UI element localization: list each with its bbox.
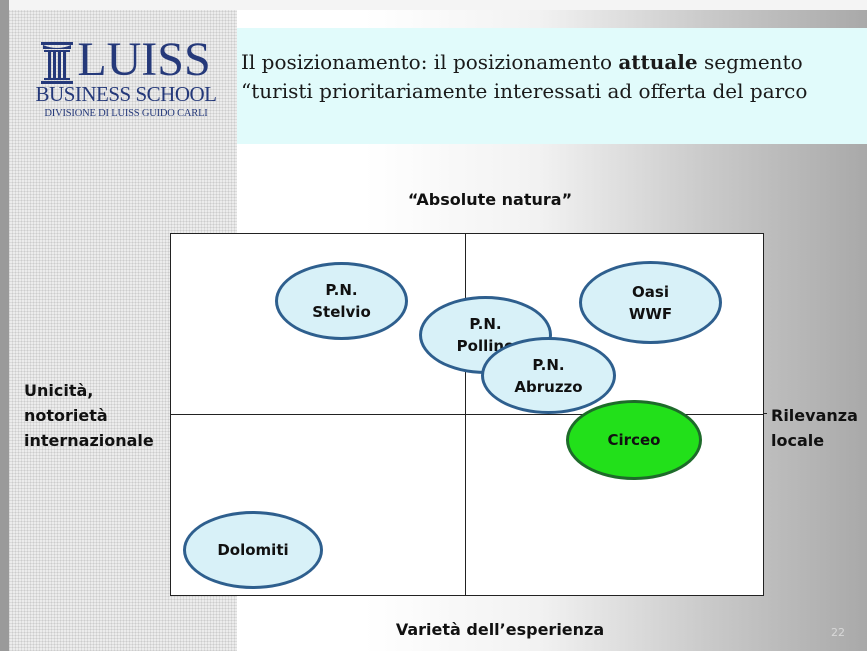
title-rest: segmento “turisti prioritariamente inter… — [241, 50, 808, 103]
bubble-pn-abruzzo: P.N. Abruzzo — [481, 337, 616, 414]
bubble-pn-stelvio: P.N. Stelvio — [275, 262, 408, 340]
page-number: 22 — [831, 626, 845, 639]
bubble-dolomiti: Dolomiti — [183, 511, 323, 589]
axis-label-top: “Absolute natura” — [407, 190, 573, 209]
slide-title: Il posizionamento: il posizionamento att… — [241, 48, 861, 106]
logo-wordmark: LUISS — [77, 33, 211, 86]
axis-label-left: Unicità, notorietà internazionale — [24, 381, 154, 450]
logo-business-school: BUSINESS SCHOOL — [35, 82, 217, 106]
logo-wordmark-row: LUISS — [20, 36, 230, 84]
title-bold: attuale — [618, 50, 698, 74]
luiss-logo: LUISS BUSINESS SCHOOL DIVISIONE DI LUISS… — [18, 26, 230, 144]
axis-label-right-line: locale — [771, 431, 825, 450]
title-prefix: Il posizionamento: il posizionamento — [241, 50, 619, 74]
axis-label-right: Rilevanza locale — [771, 403, 867, 453]
slide-top-strip — [9, 0, 867, 10]
bubble-circeo: Circeo — [566, 400, 702, 480]
logo-divisione: DIVISIONE DI LUISS GUIDO CARLI — [44, 108, 208, 119]
axis-label-right-line: Rilevanza — [771, 406, 858, 425]
column-icon — [41, 42, 74, 84]
matrix-divider-extension — [764, 413, 767, 414]
axis-label-bottom: Varietà dell’esperienza — [395, 620, 605, 639]
bubble-oasi-wwf: Oasi WWF — [579, 261, 722, 344]
matrix-horizontal-divider — [171, 414, 763, 415]
slide-frame-left — [0, 0, 9, 651]
title-band: Il posizionamento: il posizionamento att… — [237, 28, 867, 144]
